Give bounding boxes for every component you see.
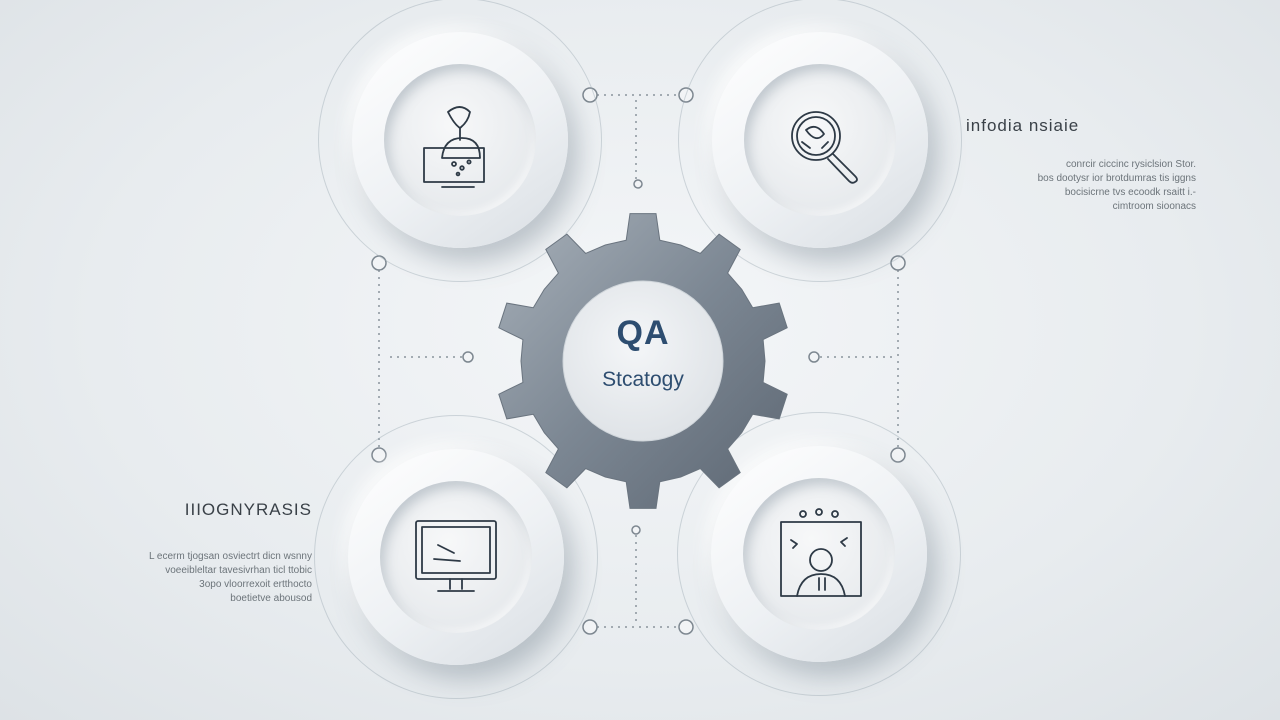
node-bottom-left-well — [380, 481, 532, 633]
label-right: infodia nsiaie conrcir ciccinc rysiclsio… — [966, 116, 1196, 214]
node-bottom-right — [677, 412, 961, 696]
label-right-line: cimtroom sioonacs — [1112, 201, 1196, 212]
label-left-title: IIIOGNYRASIS — [184, 500, 312, 519]
node-top-right-well — [744, 64, 896, 216]
label-left-line: L ecerm tjogsan osviectrt dicn wsnny — [148, 551, 312, 562]
hub-subtitle: Stcatogy — [602, 368, 684, 391]
label-left-line: voeeibleltar tavesivrhan ticl ttobic — [165, 565, 312, 576]
label-left-line: 3opo vloorrexoit ertthocto — [199, 579, 312, 590]
gear-icon — [498, 213, 788, 509]
hub-label: QA Stcatogy — [488, 206, 798, 516]
label-right-body: conrcir ciccinc rysiclsion Stor. bos doo… — [966, 158, 1196, 214]
node-bottom-left — [314, 415, 598, 699]
node-top-left-well — [384, 64, 536, 216]
node-bottom-right-well — [743, 478, 895, 630]
hub-gear: QA Stcatogy — [488, 206, 798, 516]
label-left-line: boetietve abousod — [230, 593, 312, 604]
connector-dot — [462, 351, 474, 363]
connector-dot — [808, 351, 820, 363]
label-right-line: bos dootysr ior brotdumras tis iggns — [1037, 173, 1196, 184]
label-left: IIIOGNYRASIS L ecerm tjogsan osviectrt d… — [92, 500, 312, 606]
node-top-right — [678, 0, 962, 282]
connector-dot — [631, 525, 641, 535]
gear-hub — [562, 280, 724, 442]
label-left-body: L ecerm tjogsan osviectrt dicn wsnny voe… — [92, 550, 312, 606]
flask-analysis-icon — [423, 106, 485, 188]
node-top-left — [318, 0, 602, 282]
label-right-line: conrcir ciccinc rysiclsion Stor. — [1065, 159, 1196, 170]
person-ideas-icon — [780, 508, 862, 597]
hub-title: QA — [616, 314, 670, 352]
label-right-line: bocisicrne tvs ecoodk rsaitt i.- — [1064, 187, 1196, 198]
connector-dot — [678, 619, 694, 635]
monitor-icon — [415, 520, 497, 592]
connector-dot — [582, 619, 598, 635]
connector-dot — [633, 179, 643, 189]
magnifier-icon — [791, 111, 858, 184]
label-right-title: infodia nsiaie — [966, 116, 1080, 135]
